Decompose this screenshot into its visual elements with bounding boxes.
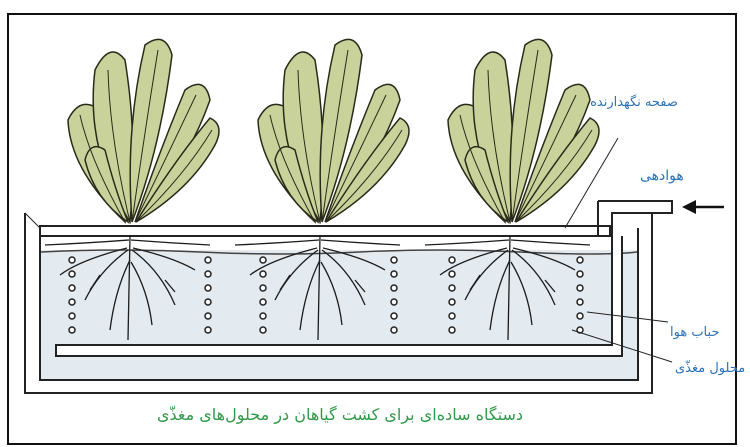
support-plate (40, 226, 610, 236)
nutrient-solution-body (41, 250, 637, 379)
label-air-bubble: حباب هوا (670, 325, 719, 340)
label-nutrient-solution: محلول مغذّی (675, 361, 745, 376)
figure-caption: دستگاه ساده‌ای برای کشت گیاهان در محلول‌… (120, 405, 560, 424)
container-rim-left (25, 213, 40, 228)
aeration-arrow-head (682, 200, 696, 214)
label-support-plate: صفحه نگهدارنده (586, 92, 682, 113)
label-aeration: هوادهی (640, 168, 684, 184)
